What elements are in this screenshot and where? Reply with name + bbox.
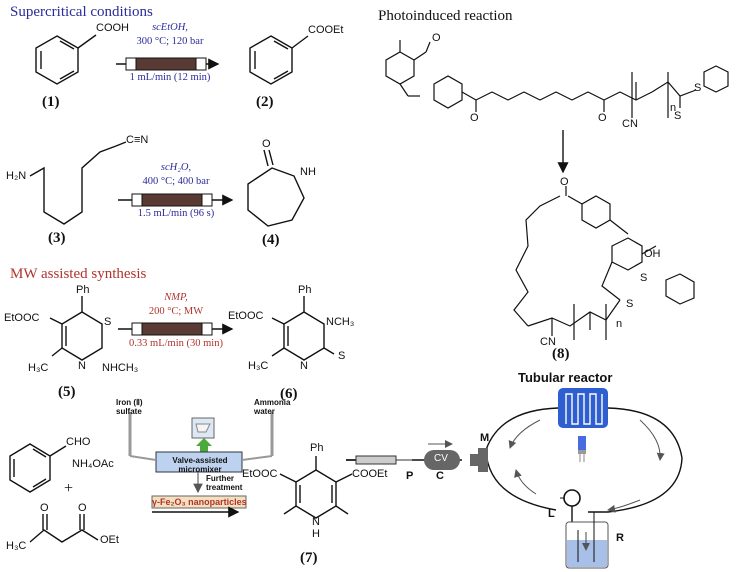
photo-ester-o: O bbox=[470, 112, 479, 124]
c5-sulfur: S bbox=[104, 316, 112, 328]
c7-nitrogen: N bbox=[312, 516, 320, 528]
reagent-oet: OEt bbox=[100, 534, 119, 546]
compound-label-6: (6) bbox=[280, 386, 298, 402]
pump-label: P bbox=[406, 470, 414, 482]
compound-label-7: (7) bbox=[300, 550, 318, 566]
flow-reactor-tube-1 bbox=[116, 57, 220, 71]
c4-oxygen: O bbox=[262, 138, 271, 150]
pyrimidine-structure-6 bbox=[271, 296, 335, 361]
ethyl-benzoate-structure bbox=[249, 35, 309, 85]
dihydropyridine-structure-7 bbox=[279, 456, 353, 519]
mixer-label: M bbox=[480, 432, 490, 444]
tubular-reactor-setup bbox=[346, 388, 683, 569]
c3-nitrile: C≡N bbox=[126, 134, 149, 146]
c5-methyl: H₃C bbox=[28, 362, 49, 374]
flow-reactor-tube-2 bbox=[118, 193, 234, 207]
section-title-photoinduced: Photoinduced reaction bbox=[378, 8, 513, 24]
thiazine-structure-5 bbox=[49, 296, 103, 361]
photo-cn: CN bbox=[622, 118, 638, 130]
reagent-ester-o: O bbox=[78, 502, 87, 514]
macro-sulfur2: S bbox=[626, 298, 634, 310]
micromixer-label: Valve-assisted micromixer bbox=[172, 456, 228, 474]
c4-nh: NH bbox=[300, 166, 316, 178]
check-valve-label: CV bbox=[434, 453, 448, 464]
macro-n: n bbox=[616, 318, 623, 330]
c7-etooc: EtOOC bbox=[242, 468, 278, 480]
r1-params: 300 °C; 120 bar bbox=[136, 36, 204, 47]
r2-flow: 1.5 mL/min (96 s) bbox=[137, 208, 215, 219]
photo-aldehyde-o: O bbox=[432, 32, 441, 44]
micromixer-schematic bbox=[128, 412, 274, 518]
photo-sulfur: S bbox=[694, 82, 702, 94]
c6-ph: Ph bbox=[298, 284, 312, 296]
compound-label-4: (4) bbox=[262, 232, 280, 248]
macrocycle-structure-8 bbox=[513, 186, 695, 340]
section-title-mw: MW assisted synthesis bbox=[10, 266, 147, 282]
iron-sulfate-label: Iron (Ⅱ) sulfate bbox=[116, 398, 143, 416]
plus-sign: + bbox=[64, 480, 74, 497]
r3-flow: 0.33 mL/min (30 min) bbox=[129, 338, 223, 349]
aminonitrile-structure bbox=[29, 141, 127, 225]
reagent-ketone-o: O bbox=[40, 502, 49, 514]
nanoparticles-label: γ-Fe₂O₃ nanoparticles bbox=[152, 497, 247, 507]
compound-label-8: (8) bbox=[552, 346, 570, 362]
caprolactam-structure bbox=[247, 149, 305, 227]
reagent-cho: CHO bbox=[66, 436, 91, 448]
c3-amine: H₂N bbox=[6, 170, 27, 182]
c7-hydrogen: H bbox=[312, 528, 320, 540]
loop-label: L bbox=[548, 508, 555, 520]
connector-label: C bbox=[436, 470, 444, 482]
photo-sulfur2: S bbox=[674, 110, 682, 122]
flow-reactor-tube-3 bbox=[118, 322, 234, 336]
reservoir-label: R bbox=[616, 532, 624, 544]
compound-label-3: (3) bbox=[48, 230, 66, 246]
c5-etooc: EtOOC bbox=[4, 312, 40, 324]
ammonia-label: Ammonia water bbox=[254, 398, 291, 416]
r2-params: 400 °C; 400 bar bbox=[142, 176, 210, 187]
c5-nitrogen: N bbox=[78, 360, 86, 372]
c2-group: COOEt bbox=[308, 24, 344, 36]
benzoic-acid-structure bbox=[35, 34, 97, 85]
c6-sulfur: S bbox=[338, 350, 346, 362]
r3-solvent: NMP, bbox=[164, 292, 188, 303]
c6-methyl: H₃C bbox=[248, 360, 269, 372]
c7-cooet: COOEt bbox=[352, 468, 388, 480]
c5-nhch3: NHCH₃ bbox=[102, 362, 139, 374]
macro-oh: OH bbox=[644, 248, 661, 260]
macro-cn: CN bbox=[540, 336, 556, 348]
further-treatment-label: Further treatment bbox=[206, 474, 243, 492]
r3-params: 200 °C; MW bbox=[148, 306, 204, 317]
macro-o: O bbox=[560, 176, 569, 188]
benzaldehyde-structure bbox=[9, 443, 67, 493]
macro-sulfur: S bbox=[640, 272, 648, 284]
c6-etooc: EtOOC bbox=[228, 310, 264, 322]
photo-n: n bbox=[670, 102, 677, 114]
polymer-precursor-structure bbox=[385, 40, 729, 118]
r1-flow: 1 mL/min (12 min) bbox=[129, 72, 211, 83]
photo-ester2-o: O bbox=[598, 112, 607, 124]
reagent-methyl: H₃C bbox=[6, 540, 27, 552]
c6-nitrogen: N bbox=[300, 360, 308, 372]
ethyl-acetoacetate-structure bbox=[29, 514, 99, 543]
tubular-reactor-title: Tubular reactor bbox=[518, 370, 613, 385]
compound-label-5: (5) bbox=[58, 384, 76, 400]
compound-label-2: (2) bbox=[256, 94, 274, 110]
section-title-supercritical: Supercritical conditions bbox=[10, 4, 153, 20]
r1-solvent: scEtOH, bbox=[152, 22, 188, 33]
reagent-nh4oac: NH₄OAc bbox=[72, 458, 114, 470]
c6-nch3: NCH₃ bbox=[326, 316, 355, 328]
c7-ph: Ph bbox=[310, 442, 324, 454]
c1-group: COOH bbox=[96, 22, 129, 34]
compound-label-1: (1) bbox=[42, 94, 60, 110]
r2-solvent: scH₂O, bbox=[160, 162, 192, 173]
c5-ph: Ph bbox=[76, 284, 90, 296]
